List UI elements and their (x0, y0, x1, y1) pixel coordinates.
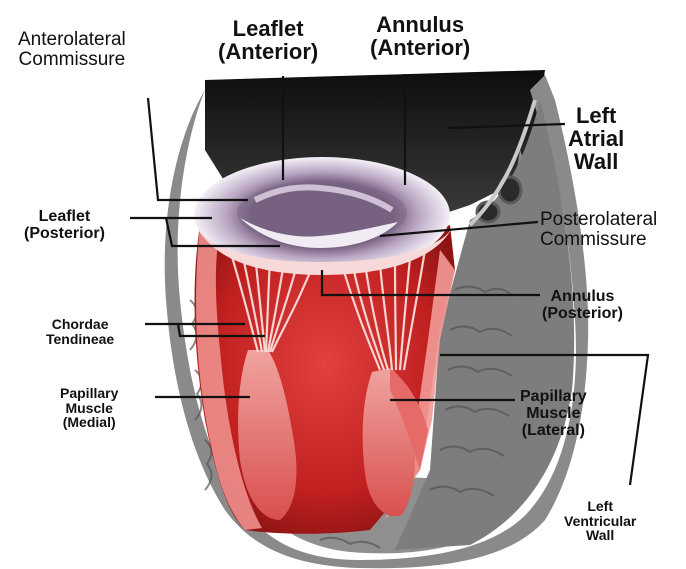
label-leaflet-posterior: Leaflet (Posterior) (24, 209, 105, 243)
label-papillary-muscle-lateral: Papillary Muscle (Lateral) (520, 389, 587, 439)
leader-left-atrial-wall (448, 124, 565, 128)
label-leaflet-anterior: Leaflet (Anterior) (218, 17, 318, 63)
leader-posterolateral-commissure (380, 222, 538, 236)
label-posterolateral-commissure: Posterolateral Commissure (540, 210, 657, 250)
leader-anterolateral-commissure (148, 98, 248, 200)
label-annulus-posterior: Annulus (Posterior) (542, 289, 623, 323)
leader-chordae-tendineae-2 (178, 324, 265, 336)
leader-leaflet-posterior-2 (166, 218, 280, 246)
label-left-ventricular-wall: Left Ventricular Wall (564, 499, 636, 543)
label-anterolateral-commissure: Anterolateral Commissure (18, 30, 126, 70)
label-left-atrial-wall: Left Atrial Wall (568, 104, 624, 173)
label-papillary-muscle-medial: Papillary Muscle (Medial) (60, 386, 118, 430)
label-annulus-anterior: Annulus (Anterior) (370, 13, 470, 59)
label-chordae-tendineae: Chordae Tendineae (46, 317, 114, 346)
leader-annulus-posterior (322, 270, 540, 295)
